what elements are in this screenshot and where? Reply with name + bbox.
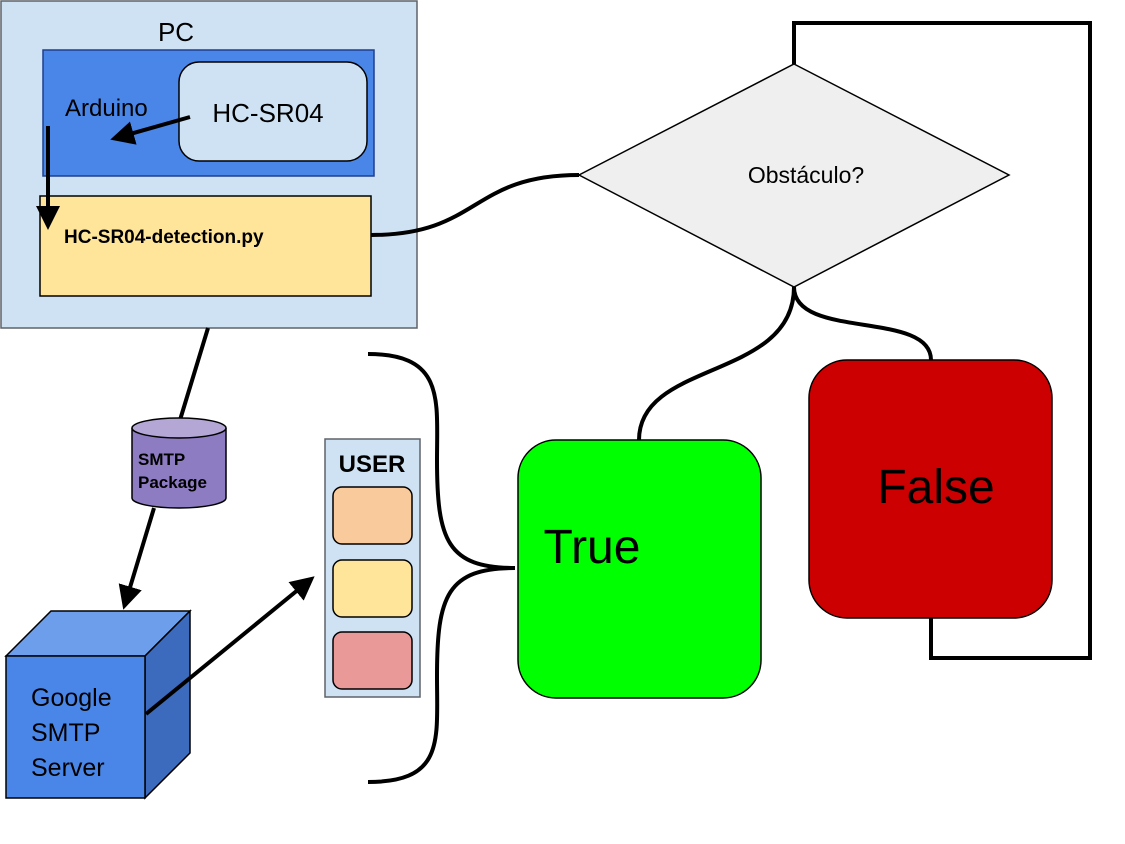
sensor-to-arduino-arrow — [110, 115, 191, 145]
false-outcome: False — [808, 359, 1053, 619]
true-box — [517, 439, 762, 699]
arduino-label: Arduino — [65, 95, 148, 122]
package-label-line2: Package — [138, 473, 207, 492]
server-front-face — [5, 655, 146, 799]
user-item-2 — [332, 559, 413, 618]
true-outcome: True — [517, 439, 762, 699]
package-to-server-arrow — [118, 507, 156, 610]
user-item-3 — [332, 631, 413, 690]
decision-label: Obstáculo? — [748, 162, 864, 188]
server-label-line1: Google — [31, 684, 112, 712]
server-label-line3: Server — [31, 754, 105, 782]
sensor-label: HC-SR04 — [212, 98, 323, 128]
true-label: True — [544, 521, 641, 574]
false-label: False — [877, 461, 994, 514]
script-box — [39, 195, 372, 297]
decision-to-true-connector — [637, 286, 796, 441]
smtp-package: SMTP Package — [131, 417, 227, 509]
server-label-line2: SMTP — [31, 719, 100, 747]
curly-brace — [367, 352, 516, 784]
decision-to-false-connector — [792, 286, 933, 361]
false-box — [808, 359, 1053, 619]
google-smtp-server: Google SMTP Server — [4, 609, 192, 800]
sensor-box — [178, 61, 368, 162]
pc-to-package-connector — [178, 327, 210, 421]
pc-group: PC Arduino HC-SR04 HC-SR04-detection.py — [0, 0, 418, 329]
pc-label: PC — [158, 17, 194, 47]
user-label: USER — [339, 451, 406, 478]
package-label-line1: SMTP — [138, 450, 185, 469]
package-body — [131, 428, 227, 509]
script-label: HC-SR04-detection.py — [64, 227, 264, 248]
false-loop-connector — [792, 21, 1092, 660]
script-to-decision-connector — [370, 173, 580, 237]
user-panel: USER — [324, 438, 421, 698]
decision-group: Obstáculo? — [577, 63, 1011, 288]
server-to-user-arrow — [144, 576, 315, 716]
user-item-1 — [332, 486, 413, 545]
package-top — [131, 417, 227, 439]
